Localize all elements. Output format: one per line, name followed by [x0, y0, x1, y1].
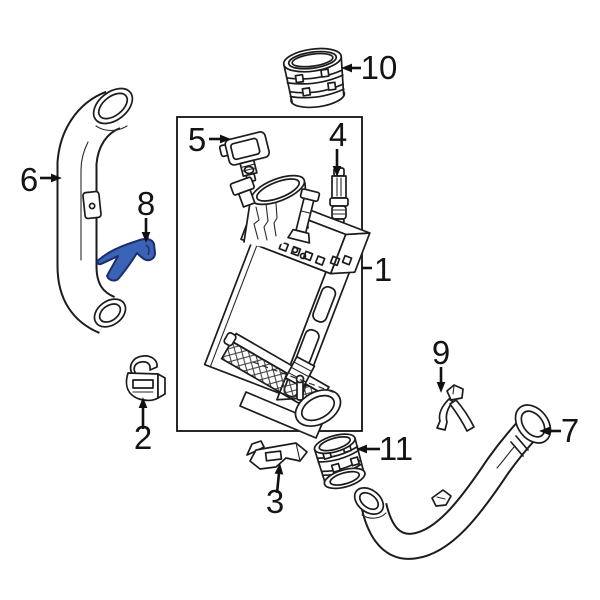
callout-label-1[interactable]: 1: [374, 251, 392, 288]
callout-label-9[interactable]: 9: [432, 334, 450, 371]
part-1-top-tab: [229, 176, 256, 208]
part-2-drawing[interactable]: [125, 355, 166, 402]
callout-label-2[interactable]: 2: [134, 419, 152, 456]
part-6-drawing[interactable]: [56, 81, 139, 334]
callout-label-5[interactable]: 5: [188, 121, 206, 158]
part-3-drawing[interactable]: [246, 440, 308, 470]
part-7-drawing[interactable]: [350, 398, 558, 560]
part-5-drawing[interactable]: [218, 131, 275, 187]
callout-label-4[interactable]: 4: [329, 116, 347, 153]
part-4-drawing[interactable]: [329, 167, 349, 224]
callout-label-7[interactable]: 7: [561, 412, 579, 449]
callout-label-3[interactable]: 3: [266, 483, 284, 520]
part-1-sensor-boss: [287, 188, 321, 244]
part-9-drawing[interactable]: [436, 384, 475, 432]
part-10-drawing[interactable]: [282, 45, 348, 111]
callout-label-6[interactable]: 6: [20, 161, 38, 198]
callout-label-8[interactable]: 8: [137, 185, 155, 222]
callout-label-11[interactable]: 11: [379, 430, 413, 467]
part-11-drawing[interactable]: [312, 430, 367, 492]
part-6-mount-tab: [82, 190, 102, 220]
callout-label-10[interactable]: 10: [361, 49, 398, 86]
callout-labels: 1 2 3 4 5 6 7 8 9 10 11: [20, 49, 579, 520]
callout-arrows: [40, 63, 561, 494]
callout-arrow-3: [274, 463, 284, 494]
part-1-drawing[interactable]: [192, 165, 371, 439]
part-1-outlet-stub: [284, 355, 316, 389]
part-8-drawing-highlighted[interactable]: [96, 236, 156, 282]
part-1-boundary-box: [176, 116, 363, 432]
